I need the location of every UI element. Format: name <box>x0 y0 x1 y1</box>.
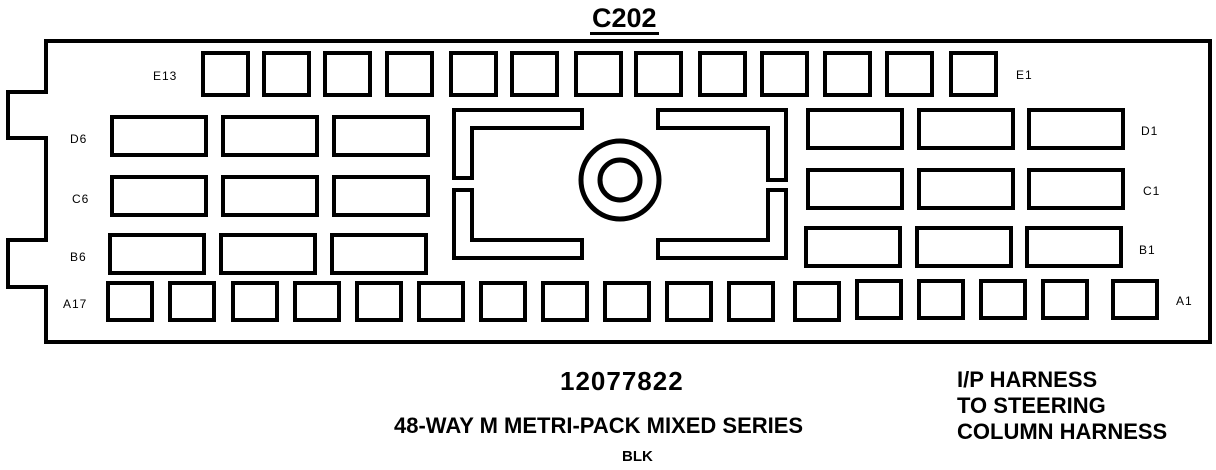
cavity-d4 <box>332 115 430 157</box>
cavity-b2 <box>915 226 1013 268</box>
cavity-a9 <box>603 281 651 322</box>
cavity-c3 <box>806 168 904 210</box>
cavity-e13 <box>201 51 250 97</box>
cavity-row-c <box>110 168 1125 217</box>
cavity-a5 <box>855 279 903 320</box>
cavity-a10 <box>541 281 589 322</box>
cavity-a4 <box>917 279 965 320</box>
cavity-e12 <box>262 51 311 97</box>
connector-description: 48-WAY M METRI-PACK MIXED SERIES <box>394 413 804 438</box>
cavity-a13 <box>355 281 403 322</box>
cavity-a7 <box>727 281 775 322</box>
part-number: 12077822 <box>560 366 684 396</box>
row-label-c1: C1 <box>1143 184 1161 198</box>
cavity-e9 <box>449 51 498 97</box>
cavity-c5 <box>221 175 319 217</box>
cavity-c6 <box>110 175 208 217</box>
cavity-a1 <box>1111 279 1159 320</box>
cavity-c2 <box>917 168 1015 210</box>
row-label-e13: E13 <box>153 69 178 83</box>
cavity-d5 <box>221 115 319 157</box>
cavity-a17 <box>106 281 154 322</box>
bracket-top-right <box>656 108 788 182</box>
connector-color: BLK <box>622 448 653 465</box>
cavity-row-a <box>106 279 1159 322</box>
harness-line-1: I/P HARNESS <box>957 367 1098 392</box>
cavity-e6 <box>634 51 683 97</box>
cavity-e8 <box>510 51 559 97</box>
cavity-d3 <box>806 108 904 150</box>
center-bolt-hole <box>578 138 662 222</box>
cavity-e11 <box>323 51 372 97</box>
cavity-e1 <box>949 51 998 97</box>
cavity-d2 <box>917 108 1015 150</box>
row-label-d6: D6 <box>70 132 88 146</box>
cavity-row-d <box>110 108 1125 157</box>
row-label-b1: B1 <box>1139 243 1156 257</box>
cavity-e2 <box>885 51 934 97</box>
cavity-b1 <box>1025 226 1123 268</box>
row-label-a17: A17 <box>63 297 88 311</box>
bracket-top-left <box>452 108 584 180</box>
connector-id-title: C202 <box>590 3 659 35</box>
cavity-a12 <box>417 281 465 322</box>
bracket-bottom-left <box>452 188 584 260</box>
cavity-row-e <box>201 51 998 97</box>
cavity-e7 <box>574 51 623 97</box>
row-label-e1: E1 <box>1016 68 1033 82</box>
row-label-d1: D1 <box>1141 124 1159 138</box>
bracket-bottom-right <box>656 188 788 260</box>
cavity-e10 <box>385 51 434 97</box>
cavity-b3 <box>804 226 902 268</box>
cavity-a14 <box>293 281 341 322</box>
cavity-b5 <box>219 233 317 275</box>
cavity-a16 <box>168 281 216 322</box>
harness-description: I/P HARNESS TO STEERING COLUMN HARNESS <box>957 367 1167 445</box>
cavity-d6 <box>110 115 208 157</box>
cavity-row-b <box>108 226 1123 275</box>
cavity-e3 <box>823 51 872 97</box>
connector-body-outline <box>6 39 1212 344</box>
cavity-b6 <box>108 233 206 275</box>
center-keying-brackets <box>452 108 788 260</box>
cavity-b4 <box>330 233 428 275</box>
row-label-a1: A1 <box>1176 294 1193 308</box>
cavity-a3 <box>979 279 1027 320</box>
harness-line-3: COLUMN HARNESS <box>957 419 1168 444</box>
cavity-e5 <box>698 51 747 97</box>
cavity-a11 <box>479 281 527 322</box>
cavity-a8 <box>665 281 713 322</box>
harness-line-2: TO STEERING <box>957 393 1106 418</box>
cavity-c1 <box>1027 168 1125 210</box>
row-label-b6: B6 <box>70 250 87 264</box>
cavity-e4 <box>760 51 809 97</box>
cavity-c4 <box>332 175 430 217</box>
cavity-a2 <box>1041 279 1089 320</box>
row-label-c6: C6 <box>72 192 90 206</box>
cavity-a15 <box>231 281 279 322</box>
cavity-a6 <box>793 281 841 322</box>
cavity-d1 <box>1027 108 1125 150</box>
